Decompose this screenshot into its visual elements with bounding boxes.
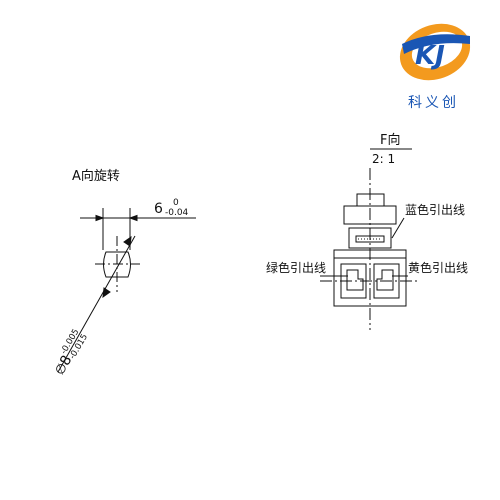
company-name: 科义创	[408, 95, 459, 111]
connector-geometry	[320, 168, 420, 330]
blue-lead-slot	[348, 227, 392, 249]
connector-upper-housing	[343, 205, 397, 225]
width-dim-lower-tol: -0.04	[165, 208, 189, 218]
width-dim-arrow-right	[128, 214, 138, 222]
blue-lead-leader	[391, 217, 405, 239]
view-a-geometry	[57, 208, 196, 373]
view-f-scale: 2: 1	[372, 152, 395, 166]
green-lead-terminal	[346, 269, 364, 291]
view-a-title: A向旋转	[72, 168, 120, 184]
logo-blue-band	[402, 34, 470, 54]
diameter-arrow-upper	[123, 235, 132, 247]
yellow-lead-label: 黄色引出线	[408, 261, 468, 275]
diameter-leader	[57, 235, 136, 373]
width-dim-nominal: 6	[154, 201, 163, 217]
yellow-lead-cavity	[373, 263, 400, 299]
width-dim-upper-tol: 0	[173, 198, 179, 208]
width-dim-arrow-left	[95, 214, 105, 222]
shaft-section	[103, 251, 131, 278]
company-logo: KJ	[399, 23, 471, 81]
diameter-dim-text: ∅ 8 -0.005 -0.015	[52, 327, 90, 378]
diameter-arrow-lower	[102, 287, 111, 299]
view-f-title: F向	[380, 132, 400, 148]
logo-letters: KJ	[415, 41, 445, 71]
yellow-lead-terminal	[376, 269, 394, 291]
green-lead-cavity	[340, 263, 367, 299]
green-lead-label: 绿色引出线	[266, 260, 326, 275]
connector-lower-housing	[333, 249, 407, 307]
blue-lead-terminal	[355, 235, 385, 243]
blue-lead-label: 蓝色引出线	[405, 203, 465, 217]
